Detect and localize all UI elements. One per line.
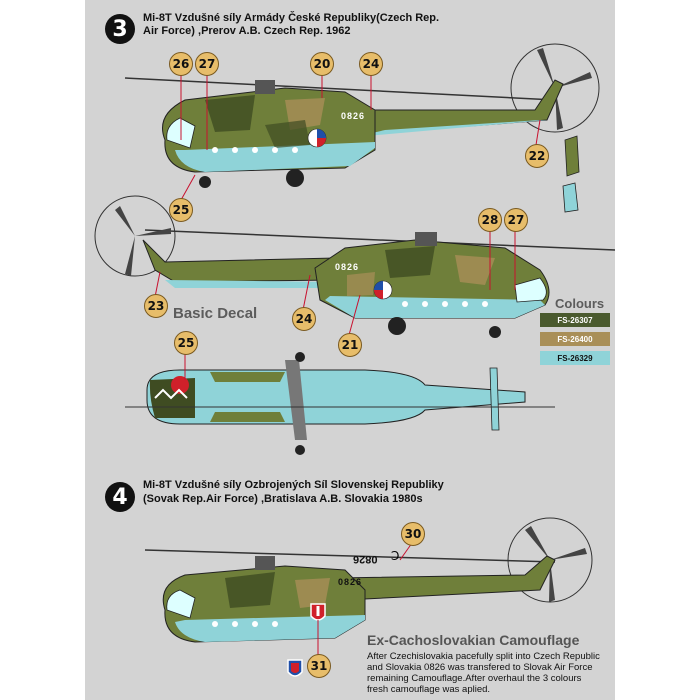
callout-23: 23 xyxy=(144,294,168,318)
serial-0826-b: 0826 xyxy=(335,262,360,272)
heli-top-view xyxy=(125,352,555,455)
callout-27: 27 xyxy=(195,52,219,76)
swatch-fs-26400: FS-26400 xyxy=(540,332,610,346)
profile-3-title-line-1: Mi-8T Vzdušné síly Armády České Republik… xyxy=(143,12,440,24)
camouflage-text-line-4: fresh camouflage was aplied. xyxy=(367,684,491,695)
camouflage-heading: Ex-Cachoslovakian Camouflage xyxy=(367,632,580,648)
profile-3-badge: 3 xyxy=(105,14,135,44)
callout-lines xyxy=(154,75,541,655)
callout-24: 24 xyxy=(359,52,383,76)
helicopter-drawings: Ɔ xyxy=(94,43,615,677)
callout-24-b: 24 xyxy=(292,307,316,331)
callout-26: 26 xyxy=(169,52,193,76)
callout-28: 28 xyxy=(478,208,502,232)
profile-3-title-line-2: Air Force) ,Prerov A.B. Czech Rep. 1962 xyxy=(143,25,351,37)
callout-27-b: 27 xyxy=(504,208,528,232)
callout-22: 22 xyxy=(525,144,549,168)
decal-sheet: Ɔ 3 Mi-8T Vzdušné síly Armády České Repu… xyxy=(85,0,615,700)
profile-4-badge: 4 xyxy=(105,482,135,512)
camouflage-text-line-1: After Czechislovakia pacefully split int… xyxy=(367,651,600,662)
serial-0826-c: 0826 xyxy=(353,553,378,565)
camouflage-text-line-2: and Slovakia 0826 was transfered to Slov… xyxy=(367,662,593,673)
colours-heading: Colours xyxy=(555,296,605,311)
camouflage-text-line-3: remaining Camouflage.After overhaul the … xyxy=(367,673,582,684)
heli-profile-3-side xyxy=(124,43,600,213)
callout-25: 25 xyxy=(169,198,193,222)
callout-31: 31 xyxy=(307,654,331,678)
heli-profile-4-side: Ɔ xyxy=(144,517,593,677)
heli-profile-3-other-side xyxy=(94,195,615,338)
callout-25-b: 25 xyxy=(174,331,198,355)
callout-30: 30 xyxy=(401,522,425,546)
swatch-fs-26307: FS-26307 xyxy=(540,313,610,327)
callout-20: 20 xyxy=(310,52,334,76)
serial-0826-d: 0826 xyxy=(338,577,363,587)
callout-21: 21 xyxy=(338,333,362,357)
profile-4-title-line-1: Mi-8T Vzdušné síly Ozbrojených Síl Slove… xyxy=(143,479,444,491)
swatch-fs-26329: FS-26329 xyxy=(540,351,610,365)
svg-text:Ɔ: Ɔ xyxy=(391,549,399,563)
serial-0826-a: 0826 xyxy=(341,111,366,121)
basic-decal-label: Basic Decal xyxy=(173,305,258,322)
profile-4-title-line-2: (Sovak Rep.Air Force) ,Bratislava A.B. S… xyxy=(143,493,423,505)
